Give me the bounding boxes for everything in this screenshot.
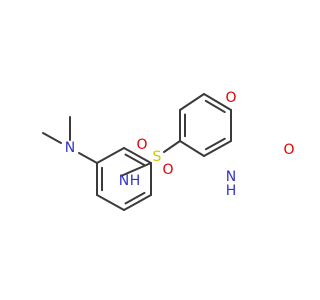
molecule-structure: N N H S O O O N H O	[42, 90, 295, 211]
bond-s-ring	[163, 140, 181, 153]
bond-phenyl-1	[96, 147, 125, 164]
bond-benzo-1	[179, 93, 205, 111]
atom-n-lactam: N	[226, 169, 236, 185]
bond-benzo-4-inner	[204, 137, 226, 151]
bond-phenyl-2-inner	[124, 153, 146, 167]
bond-layer	[42, 93, 232, 211]
atom-o-ring: O	[225, 90, 236, 106]
atom-o-carbonyl: O	[283, 142, 294, 158]
atom-n-sulfonamide: N	[119, 173, 129, 189]
bond-phenyl-4-inner	[124, 191, 146, 205]
bond-phenyl-4	[123, 194, 152, 211]
bond-phenyl-5	[96, 194, 125, 211]
atom-label-layer: N N H S O O O N H O	[65, 90, 295, 199]
atom-h-lactam: H	[226, 183, 237, 199]
bond-n-phenyl	[78, 152, 98, 164]
bond-phenyl-nh	[120, 162, 152, 177]
bond-benzo-4	[203, 140, 232, 157]
bond-benzo-2-inner	[204, 99, 226, 114]
molecule-canvas: N N H S O O O N H O	[42, 90, 295, 211]
bond-benzo-2	[203, 93, 232, 111]
atom-s-sulfonyl: S	[153, 149, 162, 165]
atom-o-sulfonyl-top: O	[136, 137, 147, 153]
atom-o-sulfonyl-bottom: O	[162, 162, 173, 178]
atom-h-sulfonamide: H	[130, 173, 141, 189]
bond-methyl-1	[42, 132, 62, 144]
bond-phenyl-2	[123, 147, 152, 164]
atom-n-dimethyl: N	[65, 140, 75, 156]
bond-benzo-5	[179, 140, 205, 157]
